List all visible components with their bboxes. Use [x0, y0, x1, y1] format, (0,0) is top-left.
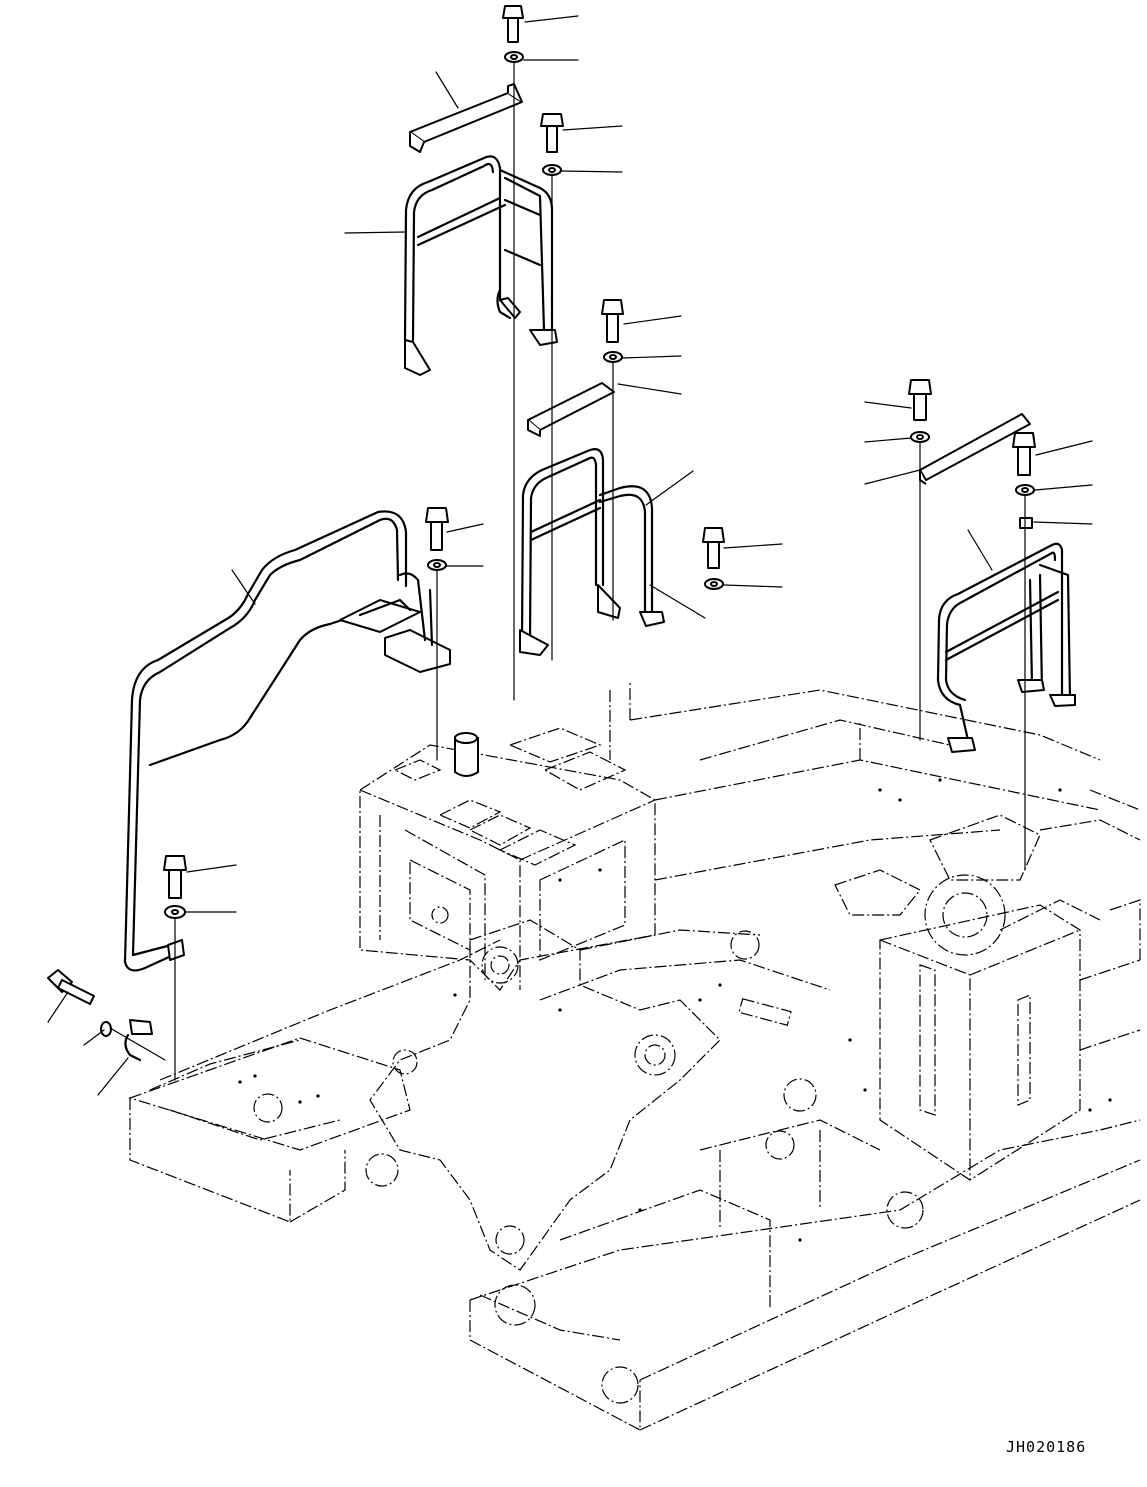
leader-lines: [47, 15, 1093, 1096]
handrail-center: [519, 382, 665, 656]
assembly-center-lines: [109, 61, 1026, 1081]
handrail-top-left: [403, 83, 558, 376]
drawing-code: JH020186: [1006, 1438, 1087, 1456]
revolving-frame: [128, 680, 1141, 1431]
filler-cap: [454, 732, 479, 777]
fasteners: [47, 5, 1036, 1062]
handrail-right: [919, 413, 1076, 753]
handrail-left-long: [123, 510, 451, 972]
